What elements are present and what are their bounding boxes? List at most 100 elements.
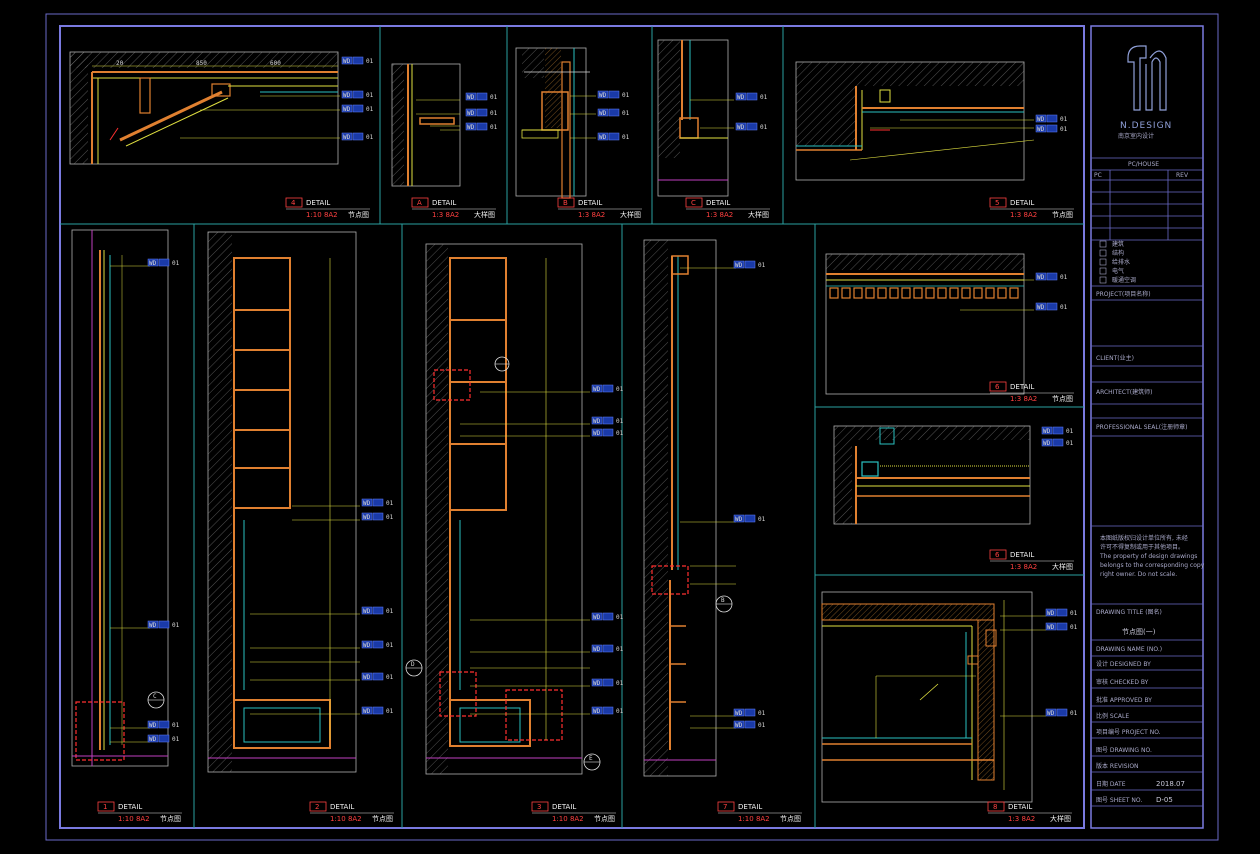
detail-1-drawing — [71, 229, 169, 767]
ceiling-block — [1009, 287, 1019, 299]
tag-code: WD — [363, 708, 371, 715]
tag-code: WD — [149, 722, 157, 729]
detail-scale: 1:10 8A2 — [738, 815, 770, 823]
drawing-no-label: DRAWING NAME (NO.) — [1096, 646, 1162, 653]
tag-code: WD — [735, 722, 743, 729]
note-line: 许可不得复制或用于其他项目。 — [1100, 543, 1184, 551]
callout-A — [494, 356, 510, 372]
panel-grid — [60, 26, 1084, 828]
tag-sub: 01 — [1070, 710, 1078, 717]
tag-sub: 01 — [366, 92, 374, 99]
stamp-label: 给排水 — [1112, 258, 1130, 266]
detail-number: B — [563, 199, 568, 207]
ceiling-block — [997, 287, 1007, 299]
tb-row-label: 日期 DATE — [1096, 780, 1126, 788]
ceiling-block — [973, 287, 983, 299]
detail-scale: 1:3 8A2 — [1010, 563, 1037, 571]
brand-sub: 南京室内设计 — [1118, 132, 1154, 140]
tag-code: WD — [735, 710, 743, 717]
tag-sub: 01 — [366, 106, 374, 113]
svg-text:850: 850 — [196, 60, 207, 67]
tag-sub: 01 — [616, 708, 624, 715]
tag-sub: 01 — [386, 608, 394, 615]
callout-B: B — [715, 595, 733, 613]
tag-sub: 01 — [616, 614, 624, 621]
detail-scale: 1:10 8A2 — [552, 815, 584, 823]
tag-code: WD — [343, 106, 351, 113]
outer-border — [45, 13, 1219, 841]
detail-word: DETAIL — [306, 199, 330, 207]
title-block-frame — [1090, 25, 1204, 829]
tag-code: WD — [599, 92, 607, 99]
ceiling-block — [913, 287, 923, 299]
tag-sub: 01 — [758, 710, 766, 717]
svg-text:E: E — [589, 755, 593, 762]
tag-sub: 01 — [172, 260, 180, 267]
tag-sub: 01 — [386, 674, 394, 681]
stamp-checkbox[interactable] — [1099, 276, 1107, 284]
tag-sub: 01 — [366, 58, 374, 65]
stamp-label: 结构 — [1112, 249, 1124, 257]
detail-word: DETAIL — [330, 803, 354, 811]
tag-code: WD — [363, 642, 371, 649]
tag-code: WD — [467, 124, 475, 131]
detail-cn-title: 节点图 — [348, 211, 369, 219]
detail-cn-title: 大样图 — [748, 210, 769, 219]
tag-sub: 01 — [172, 722, 180, 729]
stamp-checkbox[interactable] — [1099, 249, 1107, 257]
stamp-checkbox[interactable] — [1099, 240, 1107, 248]
detail-word: DETAIL — [1008, 803, 1032, 811]
callout-C: C — [147, 691, 165, 709]
stamp-checkbox[interactable] — [1099, 258, 1107, 266]
detail-scale: 1:3 8A2 — [1008, 815, 1035, 823]
tag-sub: 01 — [1060, 126, 1068, 133]
tag-code: WD — [593, 418, 601, 425]
tag-code: WD — [593, 646, 601, 653]
tag-sub: 01 — [172, 736, 180, 743]
detail-number: C — [691, 199, 696, 207]
detail-cn-title: 节点图 — [1052, 211, 1073, 219]
tag-sub: 01 — [366, 134, 374, 141]
material-tag: WD 01 — [733, 708, 766, 717]
callout-D: D — [405, 659, 423, 677]
header-left: PC — [1094, 172, 1102, 179]
tag-code: WD — [363, 674, 371, 681]
detail-word: DETAIL — [1010, 199, 1034, 207]
ceiling-block — [877, 287, 887, 299]
detail-number: 4 — [291, 199, 296, 207]
stamp-checkbox[interactable] — [1099, 267, 1107, 275]
tag-sub: 01 — [490, 94, 498, 101]
detail-word: DETAIL — [738, 803, 762, 811]
tag-code: WD — [343, 58, 351, 65]
tag-sub: 01 — [386, 708, 394, 715]
client-label: CLIENT(业主) — [1096, 354, 1134, 362]
detail-cn-title: 大样图 — [1052, 562, 1073, 571]
tb-row-label: 项目编号 PROJECT NO. — [1096, 728, 1161, 736]
project-label: PROJECT(项目名称) — [1096, 290, 1151, 298]
detail-number: A — [417, 199, 422, 207]
detail-number: 3 — [537, 803, 541, 811]
tag-sub: 01 — [172, 622, 180, 629]
tag-sub: 01 — [1070, 624, 1078, 631]
seal-label: PROFESSIONAL SEAL(注册师章) — [1096, 423, 1187, 431]
